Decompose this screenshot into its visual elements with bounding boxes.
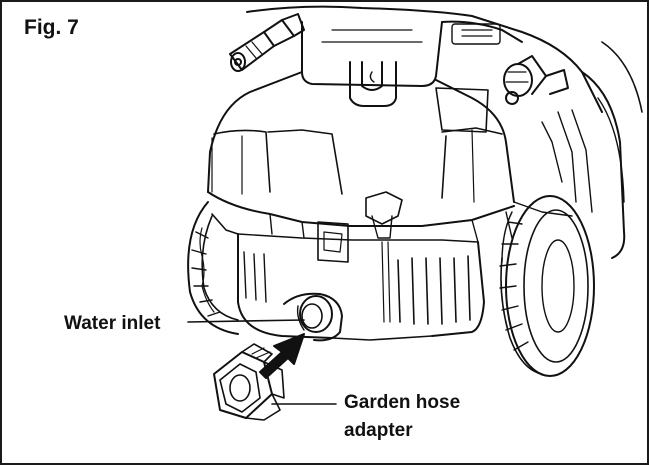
main-housing	[208, 72, 514, 242]
base-ribs	[238, 192, 484, 340]
right-nozzle	[504, 56, 568, 104]
left-nozzle	[230, 14, 304, 71]
right-wheel	[500, 196, 594, 376]
garden-hose-adapter-label-line1: Garden hose	[344, 392, 461, 413]
left-wheel	[188, 202, 238, 334]
cord-hook	[350, 62, 396, 106]
insert-arrow	[260, 334, 304, 378]
garden-hose-adapter	[214, 344, 284, 420]
water-inlet-port	[284, 294, 342, 341]
figure-title: Fig. 7	[24, 16, 79, 39]
water-inlet-label: Water inlet	[64, 313, 161, 334]
side-frame	[514, 42, 642, 258]
water-inlet-leader	[188, 320, 304, 322]
garden-hose-adapter-label-line2: adapter	[344, 420, 413, 441]
washer-top-body	[247, 7, 602, 112]
